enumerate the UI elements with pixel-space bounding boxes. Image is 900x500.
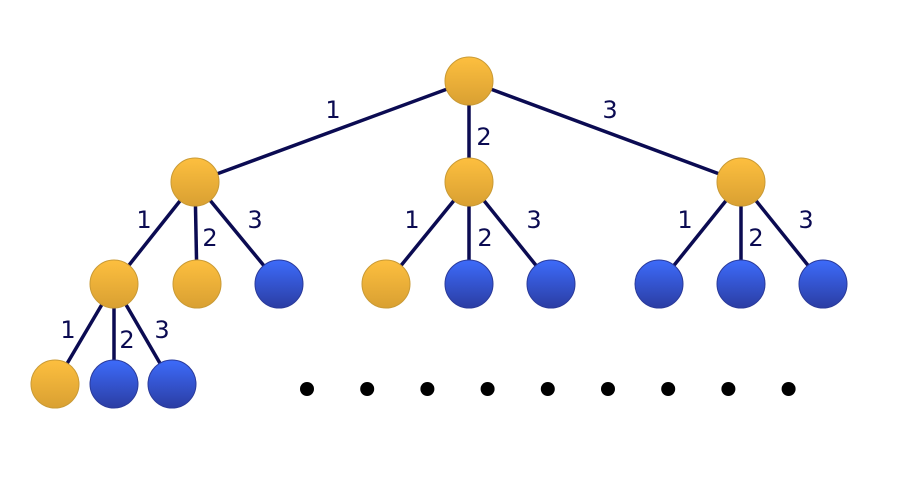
edge-label: 1 — [325, 96, 340, 124]
level2-node-blue — [254, 259, 304, 309]
edge-label: 1 — [60, 316, 75, 344]
level2-node-blue — [716, 259, 766, 309]
ellipsis-dot — [540, 382, 555, 396]
ellipsis-dot — [601, 382, 615, 396]
level1-node-orange — [716, 157, 766, 207]
ellipsis-dot — [420, 382, 435, 396]
level1-node-orange — [170, 157, 220, 207]
level2-node-blue — [798, 259, 848, 309]
ellipsis-dot — [360, 382, 375, 396]
edge-label: 2 — [119, 326, 134, 354]
edge-root-1 — [194, 79, 470, 184]
level2-node-orange — [89, 259, 139, 309]
level3-node-orange — [30, 359, 80, 409]
edge-label: 3 — [602, 96, 617, 124]
edge-label: 2 — [477, 224, 492, 252]
level2-node-blue — [444, 259, 494, 309]
edge-label: 3 — [526, 206, 541, 234]
ellipsis-dot — [661, 382, 676, 396]
level3-node-blue — [147, 359, 197, 409]
edge-label: 2 — [748, 224, 763, 252]
level3-node-blue — [89, 359, 139, 409]
ellipsis-dot — [300, 382, 314, 396]
level2-node-orange — [172, 259, 222, 309]
edge-label: 1 — [677, 206, 692, 234]
edge-label: 3 — [247, 206, 262, 234]
level1-node-orange — [444, 157, 494, 207]
edge-label: 2 — [202, 224, 217, 252]
edge-label: 3 — [154, 316, 169, 344]
edge-label: 1 — [404, 206, 419, 234]
ellipsis-dot — [480, 382, 495, 396]
level2-node-blue — [526, 259, 576, 309]
edge-label: 3 — [798, 206, 813, 234]
ellipsis-dot — [781, 382, 796, 396]
edge-label: 1 — [136, 206, 151, 234]
ellipsis-dot — [721, 382, 736, 396]
level2-node-blue — [634, 259, 684, 309]
edge-root-3 — [468, 79, 742, 184]
root-node-orange — [444, 56, 494, 106]
edge-label: 2 — [476, 123, 491, 151]
level2-node-orange — [361, 259, 411, 309]
